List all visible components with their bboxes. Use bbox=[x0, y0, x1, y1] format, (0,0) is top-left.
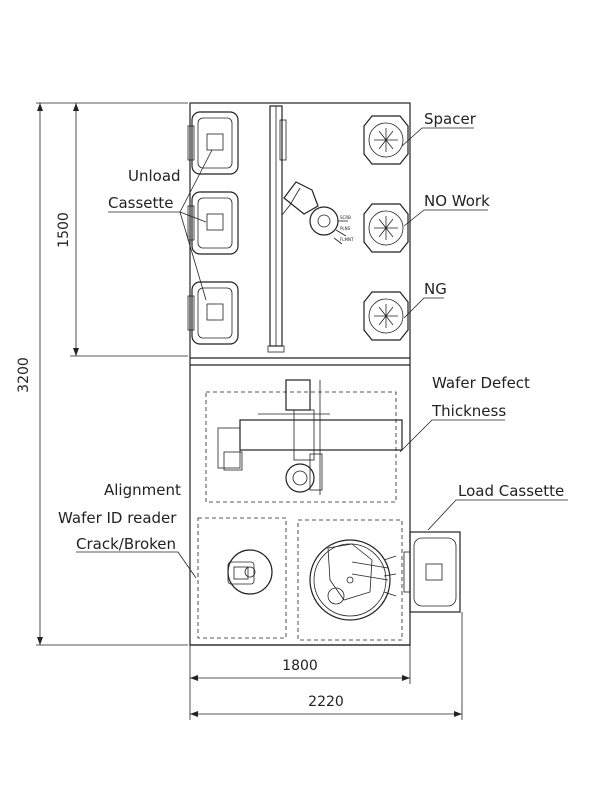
label-spacer: Spacer bbox=[424, 110, 477, 128]
load-cassette bbox=[403, 531, 461, 613]
label-alignment-line3: Crack/Broken bbox=[76, 535, 176, 553]
label-wafer-defect-line2: Thickness bbox=[431, 402, 506, 420]
alignment-module bbox=[197, 517, 287, 639]
no-work-station bbox=[363, 203, 409, 253]
dimension-height-total: 3200 bbox=[16, 102, 188, 646]
label-load-cassette: Load Cassette bbox=[458, 482, 564, 500]
machine-frame bbox=[189, 102, 411, 646]
ng-station bbox=[363, 291, 409, 341]
dim-1800: 1800 bbox=[282, 658, 318, 674]
label-alignment-line2: Wafer ID reader bbox=[58, 509, 177, 527]
central-robot bbox=[297, 519, 403, 641]
robot-tag-2: PLNS bbox=[340, 226, 351, 231]
label-ng: NG bbox=[424, 280, 447, 298]
dim-3200: 3200 bbox=[16, 357, 32, 393]
label-alignment-line1: Alignment bbox=[104, 481, 181, 499]
label-no-work: NO Work bbox=[424, 192, 490, 210]
label-unload-line2: Cassette bbox=[108, 194, 174, 212]
robot-tag-1: SCRB bbox=[340, 215, 351, 220]
label-wafer-defect-line1: Wafer Defect bbox=[432, 374, 530, 392]
leader-lines bbox=[76, 127, 568, 579]
dim-2220: 2220 bbox=[308, 694, 344, 710]
dimension-height-upper: 1500 bbox=[56, 103, 188, 357]
transfer-rail bbox=[267, 105, 287, 353]
unload-cassette-3 bbox=[187, 281, 239, 345]
dimension-width-total: 2220 bbox=[190, 612, 463, 720]
wafer-defect-module bbox=[205, 379, 403, 503]
label-unload-line1: Unload bbox=[128, 167, 181, 185]
unload-cassette-2 bbox=[187, 191, 239, 255]
dimension-width-inner: 1800 bbox=[189, 645, 411, 720]
upper-robot-arm: SCRB PLNS FLMNT bbox=[281, 181, 354, 245]
dim-1500: 1500 bbox=[56, 212, 72, 248]
unload-cassette-1 bbox=[187, 111, 239, 175]
spacer-station bbox=[363, 115, 409, 165]
robot-tag-3: FLMNT bbox=[340, 237, 354, 242]
